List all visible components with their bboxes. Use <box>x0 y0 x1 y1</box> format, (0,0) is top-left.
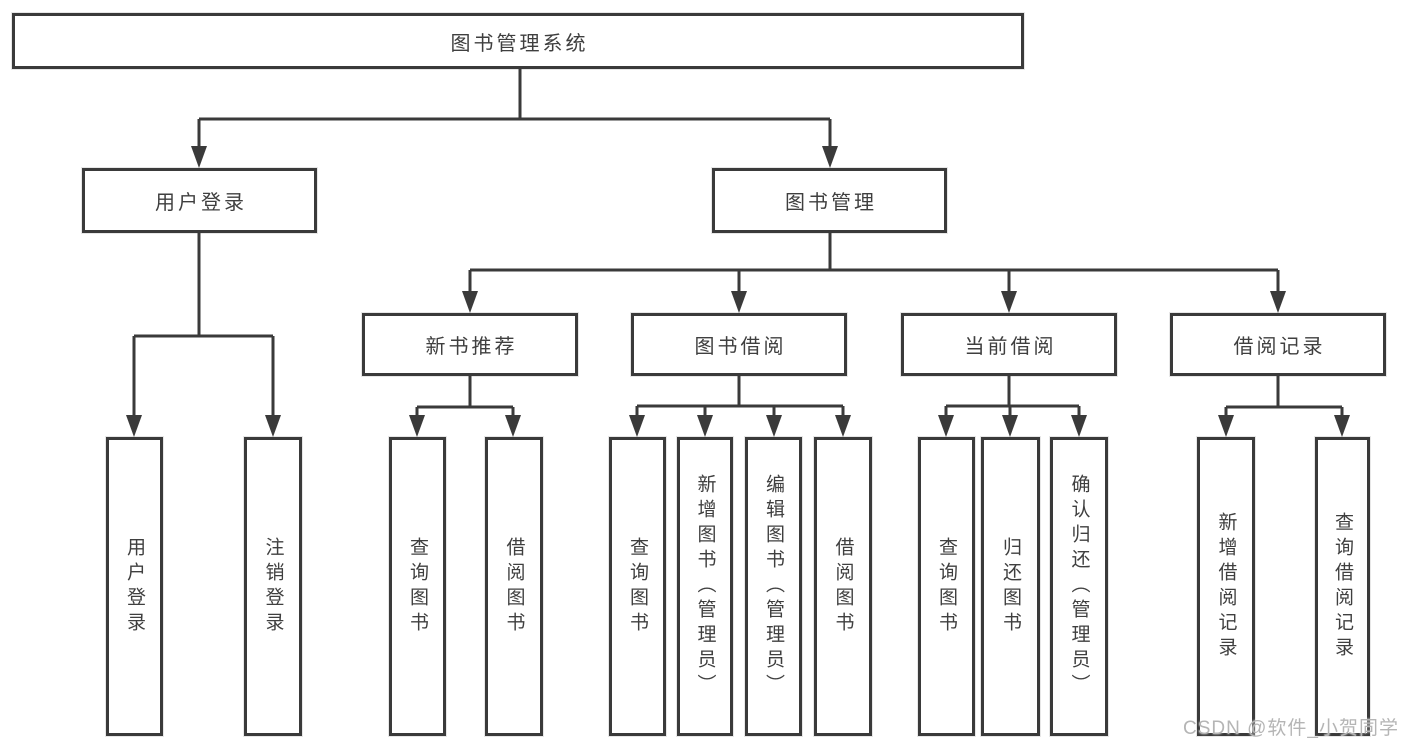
leaf-query-books-3-label: 查询图书 <box>936 536 957 637</box>
leaf-query-books-1: 查询图书 <box>389 437 446 736</box>
leaf-return-books: 归还图书 <box>981 437 1040 736</box>
connector-root <box>197 69 832 150</box>
arrowhead <box>505 415 521 437</box>
connector-user-login <box>132 233 275 419</box>
leaf-user-login-label: 用户登录 <box>124 536 145 637</box>
leaf-edit-books-admin: 编辑图书（管理员） <box>745 437 802 736</box>
node-root: 图书管理系统 <box>12 13 1024 69</box>
arrowhead <box>126 415 142 437</box>
node-book-borrow: 图书借阅 <box>631 313 847 376</box>
leaf-confirm-return-admin: 确认归还（管理员） <box>1050 437 1108 736</box>
leaf-add-borrow-record-label: 新增借阅记录 <box>1215 511 1237 662</box>
leaf-logout: 注销登录 <box>244 437 302 736</box>
leaf-borrow-books-1-label: 借阅图书 <box>503 536 525 637</box>
node-book-borrow-label: 图书借阅 <box>694 336 787 358</box>
leaf-add-books-admin: 新增图书（管理员） <box>677 437 733 736</box>
arrowhead <box>462 291 478 313</box>
connector-book-management <box>468 233 1280 295</box>
arrowhead <box>1002 415 1018 437</box>
leaf-return-books-label: 归还图书 <box>1000 536 1021 637</box>
leaf-borrow-books-2: 借阅图书 <box>814 437 872 736</box>
leaf-query-books-3: 查询图书 <box>918 437 975 736</box>
node-borrow-records: 借阅记录 <box>1170 313 1386 376</box>
leaf-borrow-books-2-label: 借阅图书 <box>832 536 854 637</box>
arrowhead <box>731 291 747 313</box>
leaf-borrow-books-1: 借阅图书 <box>485 437 543 736</box>
node-user-login: 用户登录 <box>82 168 317 233</box>
arrowhead <box>409 415 425 437</box>
arrowhead <box>1270 291 1286 313</box>
arrowhead <box>822 146 838 168</box>
node-user-login-label: 用户登录 <box>155 192 247 214</box>
node-new-books: 新书推荐 <box>362 313 578 376</box>
leaf-user-login: 用户登录 <box>106 437 163 736</box>
node-book-management-label: 图书管理 <box>785 192 877 214</box>
arrowhead <box>1218 415 1234 437</box>
connector-new-books <box>415 376 515 419</box>
leaf-query-borrow-record-label: 查询借阅记录 <box>1332 511 1353 662</box>
connector-current-borrow <box>944 376 1081 419</box>
arrowhead <box>766 415 782 437</box>
node-current-borrow: 当前借阅 <box>901 313 1117 376</box>
node-book-management: 图书管理 <box>712 168 947 233</box>
arrowhead <box>1071 415 1087 437</box>
leaf-query-borrow-record: 查询借阅记录 <box>1315 437 1370 736</box>
leaf-query-books-2-label: 查询图书 <box>627 536 648 637</box>
arrowhead <box>1334 415 1350 437</box>
arrowhead <box>835 415 851 437</box>
connector-borrow-records <box>1224 376 1344 419</box>
arrowhead <box>697 415 713 437</box>
leaf-confirm-return-admin-label: 确认归还（管理员） <box>1068 474 1090 699</box>
node-current-borrow-label: 当前借阅 <box>964 336 1057 358</box>
leaf-edit-books-admin-label: 编辑图书（管理员） <box>763 474 784 699</box>
leaf-add-borrow-record: 新增借阅记录 <box>1197 437 1255 736</box>
node-borrow-records-label: 借阅记录 <box>1233 336 1326 358</box>
watermark: CSDN @软件_小贺同学 <box>1183 718 1399 739</box>
leaf-logout-label: 注销登录 <box>262 536 284 637</box>
arrowhead <box>938 415 954 437</box>
connector-book-borrow <box>635 376 845 419</box>
arrowhead <box>265 415 281 437</box>
leaf-query-books-1-label: 查询图书 <box>407 536 428 637</box>
arrowhead <box>629 415 645 437</box>
node-new-books-label: 新书推荐 <box>425 336 518 358</box>
arrowhead <box>191 146 207 168</box>
leaf-query-books-2: 查询图书 <box>609 437 666 736</box>
leaf-add-books-admin-label: 新增图书（管理员） <box>694 474 716 699</box>
node-root-label: 图书管理系统 <box>450 32 589 55</box>
arrowhead <box>1001 291 1017 313</box>
